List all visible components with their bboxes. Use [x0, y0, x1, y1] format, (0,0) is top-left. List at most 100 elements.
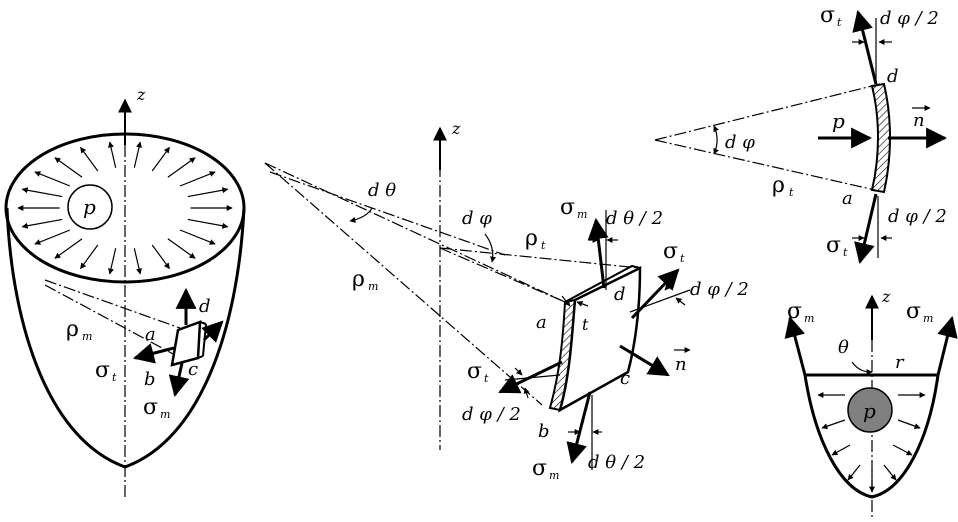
pressure-arrow [167, 157, 196, 178]
cap-theta-label: θ [838, 337, 849, 358]
element-d-phi-half-right: d φ / 2 [690, 279, 749, 300]
element-normal-label: n [675, 354, 687, 375]
section-d-phi-half-bottom: d φ / 2 [888, 206, 947, 227]
section-label-d: d [887, 66, 899, 87]
cap-pressure-arrow [897, 419, 921, 429]
cap-pressure-arrow [892, 444, 913, 456]
pressure-circle [67, 184, 113, 230]
section-n-label: n [913, 110, 925, 131]
vessel-label-d: d [199, 296, 211, 317]
cap-pressure-arrow [847, 464, 861, 481]
cap-pressure-circle [847, 387, 893, 433]
pressure-arrow [108, 248, 117, 275]
section-sigma-t-top-arrow [852, 9, 878, 85]
section-d-phi-half-top: d φ / 2 [880, 8, 939, 29]
cap-theta-arc [851, 361, 873, 375]
pressure-arrow [133, 248, 142, 275]
section-sigma-t-bottom-arrow [854, 193, 878, 265]
vessel-label-b: b [144, 369, 156, 390]
section-label-a: a [842, 188, 853, 209]
pressure-arrow [167, 238, 196, 259]
cap-sigma-m-left-sub: m [804, 312, 814, 325]
rho-t-line-2 [439, 247, 566, 303]
vessel-label-a: a [145, 324, 156, 345]
element-sigma-t-left-sub: t [484, 372, 489, 385]
middle-rho-t-label: ρ [525, 226, 538, 251]
d-phi-half-left-tick-2 [523, 387, 530, 399]
d-phi-half-right-tick-1 [664, 281, 673, 291]
pressure-arrow [21, 187, 63, 198]
vessel-sigma-t-sub: t [112, 371, 117, 384]
cap-pressure-arrows [817, 392, 926, 493]
element-sigma-t-left-label: σ [467, 359, 482, 384]
vessel-sigma-t-label: σ [95, 358, 110, 383]
middle-d-phi-label: d φ [462, 208, 492, 229]
cap-sigma-m-left-arrow [784, 315, 807, 376]
element-sigma-m-bottom-arrow [566, 391, 592, 465]
section-rho-t-sub: t [789, 186, 794, 199]
section-arc-hatched [870, 82, 891, 194]
section-sigma-t-bottom-label: σ [826, 233, 841, 258]
section-d-phi-label: d φ [725, 132, 755, 153]
thickness-arrow-1 [561, 295, 571, 307]
cap-equilibrium-figure: z r θ σ m σ m p [784, 287, 958, 518]
element-label-t: t [582, 315, 589, 334]
pressure-arrow [151, 146, 170, 172]
vessel-sigma-t-arrow-right [201, 320, 224, 343]
pressure-arrow [54, 157, 83, 178]
cap-sigma-m-right-label: σ [906, 299, 921, 324]
element-sigma-t-right-ref [629, 289, 691, 313]
element-d-theta-half-top: d θ / 2 [606, 208, 663, 229]
element-sigma-t-right-arrow [630, 268, 680, 320]
element-label-d: d [614, 284, 626, 305]
vessel-sigma-t-arrow [132, 343, 175, 364]
vessel-figure: z p ρ m a b c d σ t σ m [4, 85, 246, 500]
section-sigma-t-top-sub: t [837, 16, 842, 29]
element-label-c: c [620, 368, 630, 389]
cap-pressure-arrow [883, 464, 897, 481]
pressure-arrow [108, 141, 117, 168]
pressure-arrow [187, 187, 229, 198]
pressure-arrow [179, 229, 216, 245]
vessel-sigma-m-arrow-down [168, 362, 190, 398]
cap-pressure-label: p [863, 399, 876, 423]
pressure-arrow [80, 244, 99, 270]
section-sigma-t-bottom-sub: t [843, 246, 848, 259]
d-theta-arc [349, 207, 373, 223]
rho-m-line-mid [269, 171, 506, 256]
element-sigma-t-right-sub: t [680, 252, 685, 265]
middle-rho-m-label: ρ [352, 267, 365, 292]
middle-z-label: z [451, 119, 461, 138]
element-sigma-t-right-label: σ [663, 239, 678, 264]
rho-m-line-upper [264, 162, 566, 303]
pressure-arrow [34, 229, 71, 245]
vessel-z-label: z [136, 85, 146, 104]
pressure-arrow [133, 141, 142, 168]
cap-pressure-arrow [821, 419, 846, 430]
element-sigma-t-left-arrow [498, 360, 563, 394]
d-phi-half-left-tick-1 [514, 367, 523, 376]
rho-t-line-1 [439, 247, 641, 269]
shell-element-top-edge [564, 264, 641, 303]
middle-rho-m-sub: m [368, 280, 378, 293]
cap-sigma-m-right-arrow [936, 315, 958, 376]
vessel-label-c: c [188, 359, 198, 380]
section-ray-lower [654, 139, 876, 191]
vessel-rho-line-1 [44, 279, 181, 329]
thickness-arrow-2 [576, 301, 589, 307]
cap-r-label: r [895, 352, 905, 373]
pressure-arrow [34, 171, 71, 187]
cap-pressure-arrow [831, 444, 851, 456]
element-label-a: a [536, 312, 547, 333]
element-sigma-m-bottom-sub: m [549, 469, 559, 482]
pressure-arrow [54, 238, 83, 259]
cap-z-label: z [881, 287, 891, 306]
section-p-label: p [832, 109, 845, 133]
meridional-section-figure: d φ ρ t p n d a σ t d φ / 2 σ t d φ / 2 [654, 3, 948, 265]
element-sigma-m-top-label: σ [560, 195, 575, 220]
pressure-arrow [151, 244, 170, 270]
section-sigma-t-top-label: σ [820, 3, 835, 28]
element-sigma-m-bottom-label: σ [532, 456, 547, 481]
pressure-arrow [187, 218, 229, 229]
